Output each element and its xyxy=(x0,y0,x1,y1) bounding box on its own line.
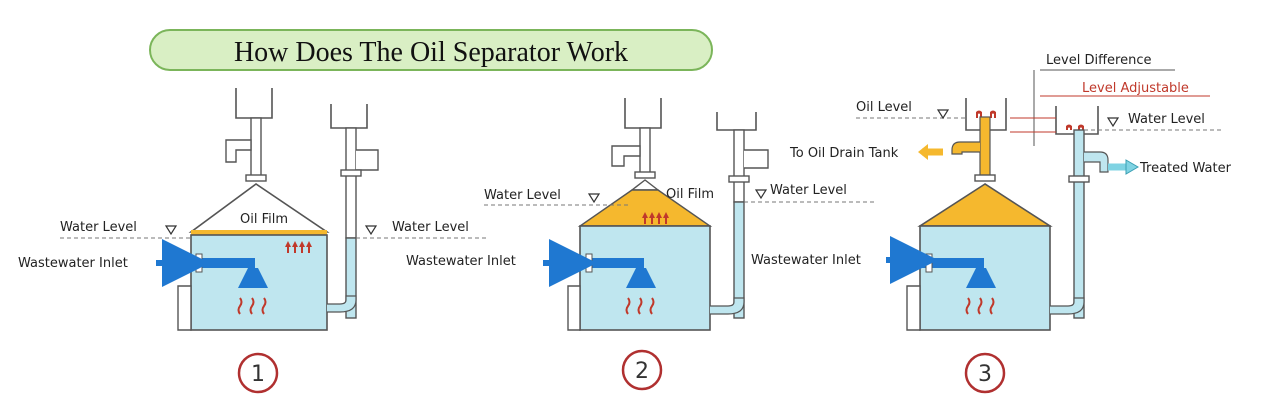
panel-2-water-level-left-label: Water Level xyxy=(484,188,561,203)
panel-1-drain-box xyxy=(177,285,192,331)
panel-3-drain-box xyxy=(906,285,921,331)
panel-1-number-circle xyxy=(237,352,279,394)
panel-2-vent-pipe xyxy=(639,127,651,175)
panel-2-wastewater-inlet-label: Wastewater Inlet xyxy=(406,254,516,269)
panel-1-flange xyxy=(245,174,267,182)
panel-3-water-level-label: Water Level xyxy=(1128,112,1205,127)
panel-2-drain-box xyxy=(567,285,581,331)
panel-1-riser-upper xyxy=(345,127,357,239)
panel-3-oil-roof xyxy=(917,183,1053,227)
panel-2-flange xyxy=(634,171,656,179)
panel-2-riser-flange xyxy=(728,175,750,183)
panel-1-riser-water xyxy=(345,237,357,319)
panel-1-diffuser xyxy=(238,268,268,288)
panel-3-oil-level-label: Oil Level xyxy=(856,100,912,115)
panel-2-number: 2 xyxy=(635,359,649,384)
panel-1-flow-mark-b xyxy=(249,297,255,315)
panel-1-inlet-flange xyxy=(195,253,203,273)
panel-1-flow-mark-c xyxy=(261,297,267,315)
panel-3-water-level-marker xyxy=(1106,117,1120,128)
panel-2-riser-upper xyxy=(733,129,745,203)
panel-2-rising-arrows xyxy=(642,212,669,224)
panel-3-oil-box-marks xyxy=(976,110,996,118)
panel-3-number: 3 xyxy=(978,362,992,387)
panel-1-side-fitting xyxy=(225,139,252,163)
panel-2-roof-top xyxy=(629,179,661,191)
panel-3-water-box-marks xyxy=(1066,124,1084,130)
panel-3-flow-mark-a xyxy=(965,297,971,315)
panel-3-flow-mark-b xyxy=(977,297,983,315)
panel-2-level-marker-right xyxy=(754,189,768,200)
panel-3-diffuser xyxy=(966,268,996,288)
panel-3-riser-flange xyxy=(1068,175,1090,183)
panel-2-riser-elbow xyxy=(710,297,745,315)
panel-3-treated-water-label: Treated Water xyxy=(1139,161,1232,176)
panel-1-level-marker-right xyxy=(364,225,378,236)
panel-3: Oil Level Level Difference Level Adjusta… xyxy=(751,53,1232,394)
panel-2-inlet-flange xyxy=(585,253,593,273)
panel-2-level-marker-left xyxy=(587,193,601,204)
panel-1-wastewater-inlet-label: Wastewater Inlet xyxy=(18,256,128,271)
panel-1-rising-arrows xyxy=(285,241,312,253)
title-banner: How Does The Oil Separator Work xyxy=(149,29,713,71)
panel-3-wastewater-inlet-label: Wastewater Inlet xyxy=(751,253,861,268)
panel-1-flow-mark-a xyxy=(237,297,243,315)
panel-3-inlet-pipe xyxy=(920,258,984,268)
panel-2: Water Level Water Level Oil Film Wastewa… xyxy=(406,98,875,391)
panel-3-oil-riser xyxy=(979,116,991,178)
panel-1-number: 1 xyxy=(251,362,265,387)
panel-3-treated-arrow-head xyxy=(1125,159,1139,175)
panel-1-level-marker-left xyxy=(164,225,178,236)
panel-1-water-level-right-label: Water Level xyxy=(392,220,469,235)
panel-1-riser-elbow xyxy=(327,295,357,313)
panel-2-flow-mark-c xyxy=(649,297,655,315)
panel-3-level-difference-label: Level Difference xyxy=(1046,53,1151,68)
panel-3-water-riser xyxy=(1073,129,1085,319)
panel-3-treated-elbow xyxy=(1084,151,1109,173)
panel-2-oil-film-label: Oil Film xyxy=(666,187,714,202)
panel-2-riser-water xyxy=(733,201,745,319)
panel-2-diffuser xyxy=(626,268,656,288)
panel-2-side-fitting xyxy=(611,145,641,167)
panel-2-flow-mark-b xyxy=(637,297,643,315)
panel-2-flow-mark-a xyxy=(625,297,631,315)
panel-3-flow-mark-c xyxy=(989,297,995,315)
panel-1-vent-pipe xyxy=(250,117,262,179)
panel-3-to-oil-drain-tank-label: To Oil Drain Tank xyxy=(789,146,899,161)
panel-1-right-bracket xyxy=(330,104,368,129)
panel-2-inlet-pipe xyxy=(580,258,644,268)
panel-3-inlet-flange xyxy=(925,253,933,273)
title-text: How Does The Oil Separator Work xyxy=(234,37,628,68)
panel-1-riser-flange xyxy=(340,169,362,177)
panel-3-oil-level-marker xyxy=(936,109,950,120)
panel-1-top-bracket xyxy=(235,88,273,119)
panel-2-water-level-right-label: Water Level xyxy=(770,183,847,198)
panel-1-water-level-left-label: Water Level xyxy=(60,220,137,235)
panel-1-inlet-pipe xyxy=(191,258,255,268)
panel-1: Water Level Water Level Oil Film Wastewa… xyxy=(18,88,488,394)
panel-1-oil-film-label: Oil Film xyxy=(240,212,288,227)
panel-1-oil-film xyxy=(191,230,327,235)
panel-2-right-bracket xyxy=(716,112,757,131)
panel-3-oil-drain-elbow xyxy=(951,141,980,155)
panel-2-top-bracket xyxy=(624,98,662,129)
panel-1-riser-fitting xyxy=(356,149,379,171)
panel-3-level-adjustable-label: Level Adjustable xyxy=(1082,81,1189,96)
panel-3-oil-drain-arrow-head xyxy=(918,144,928,160)
panel-2-riser-fitting xyxy=(744,149,769,169)
panel-3-number-circle xyxy=(964,352,1006,394)
panel-2-number-circle xyxy=(621,349,663,391)
title-pill xyxy=(149,29,713,71)
panel-3-flange xyxy=(974,174,996,182)
panel-3-riser-elbow xyxy=(1050,297,1085,315)
